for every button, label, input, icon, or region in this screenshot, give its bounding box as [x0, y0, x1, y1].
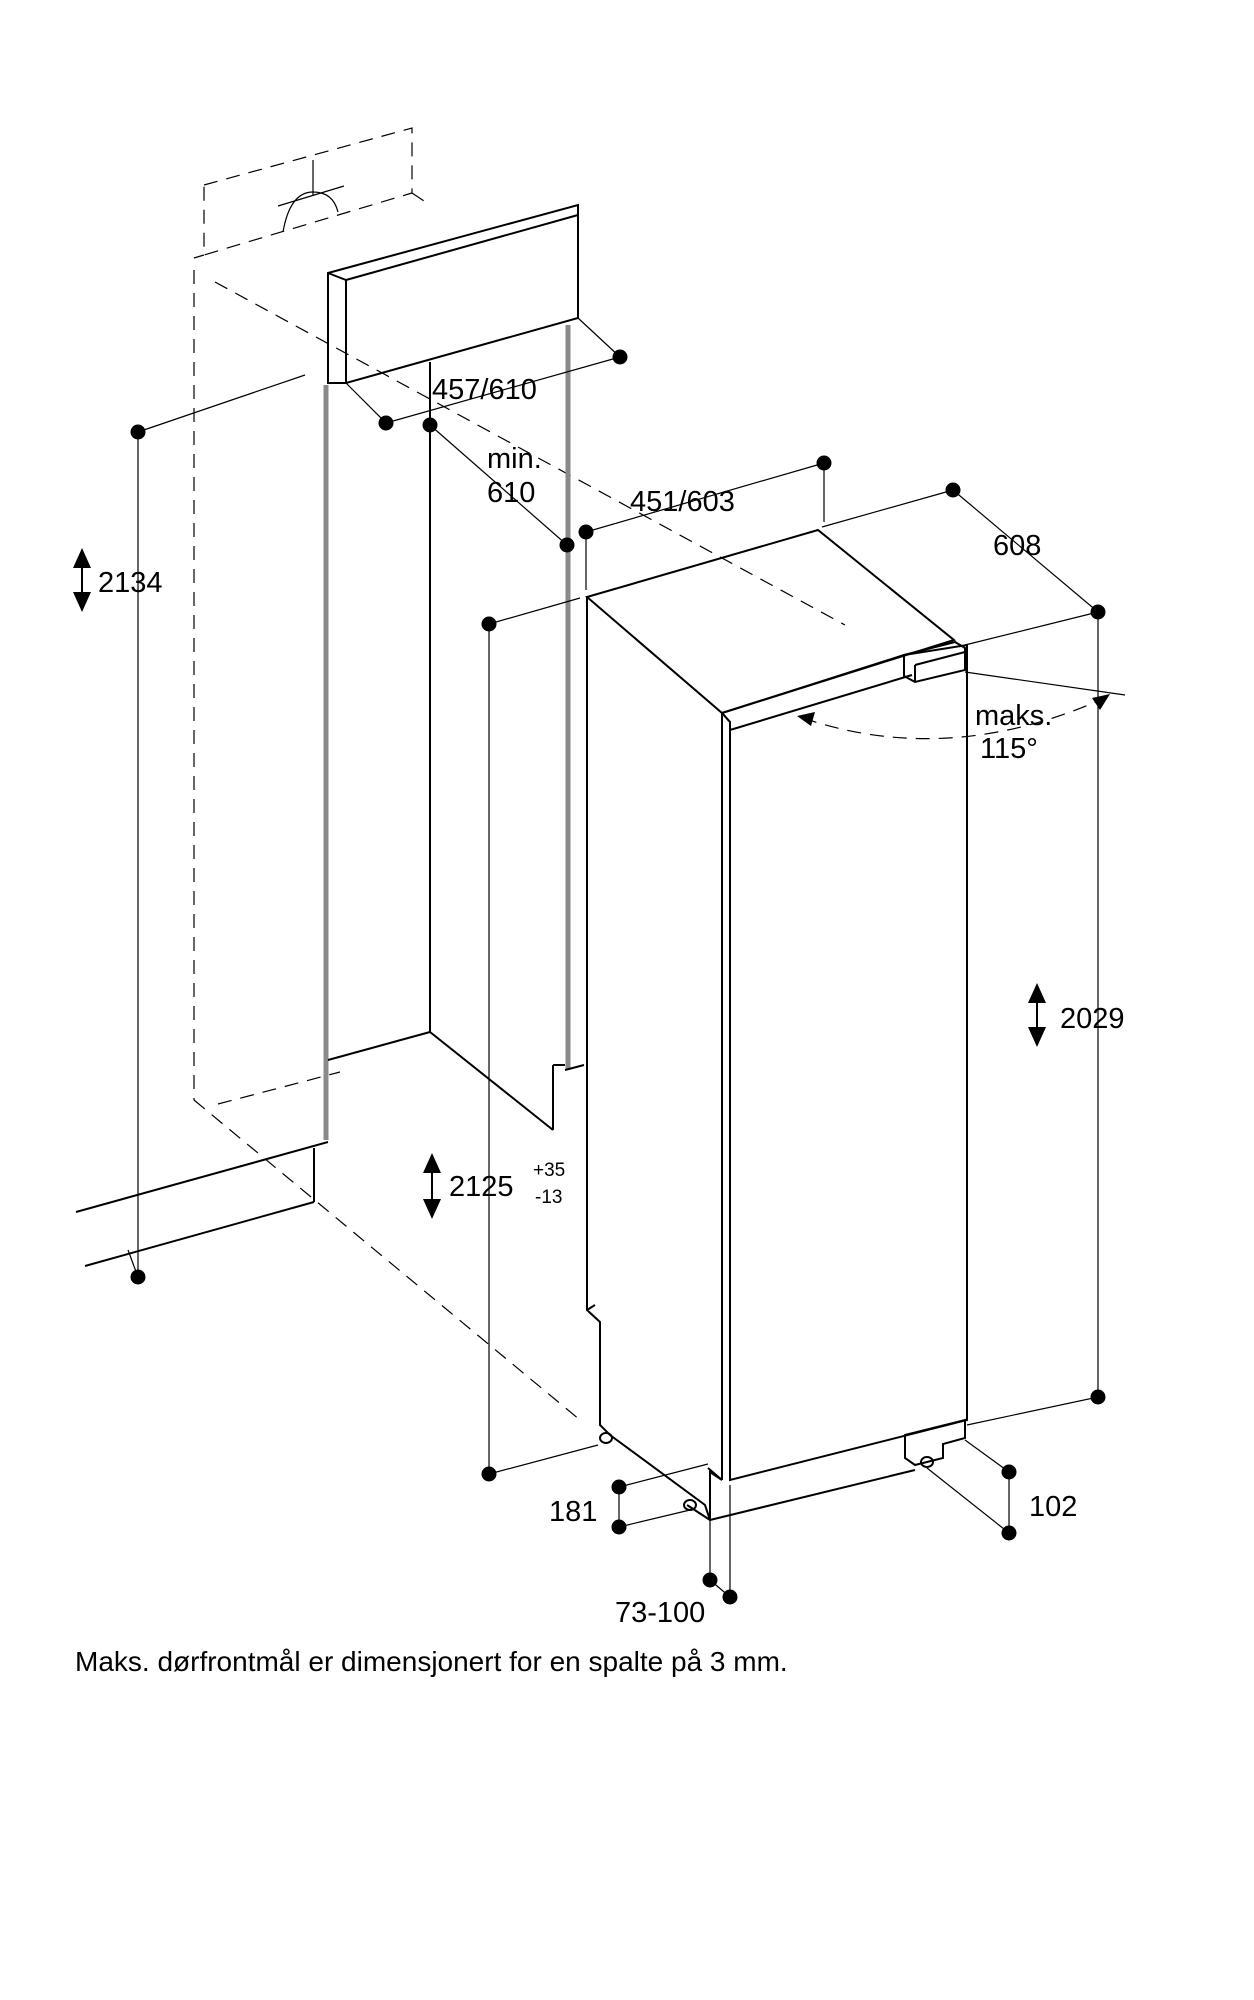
label-plinth-depth: 102 [1029, 1491, 1077, 1523]
height-arrow-icon [1028, 983, 1046, 1047]
dim-2029 [966, 612, 1106, 1426]
niche-top-edge [214, 281, 846, 626]
height-arrow-icon [73, 548, 91, 612]
label-depth: 608 [993, 530, 1041, 562]
dim-102 [926, 1439, 1017, 1541]
label-niche-height-adjust: 2125 [449, 1171, 514, 1203]
dim-181 [611, 1463, 709, 1535]
dim-608 [821, 482, 1106, 646]
upper-cabinet [327, 203, 579, 384]
ceiling-box [193, 127, 431, 259]
label-appliance-height: 2029 [1060, 1003, 1125, 1035]
niche-bottom-edge [193, 1099, 581, 1421]
label-tolerance-minus: -13 [535, 1187, 562, 1208]
door-angle-indicator [797, 671, 1126, 740]
dim-2125 [481, 597, 599, 1482]
dim-457-610 [345, 317, 628, 431]
label-maks: maks. [975, 700, 1052, 732]
power-socket-icon [277, 160, 345, 233]
label-plinth-offset: 73-100 [615, 1597, 705, 1629]
niche-back-wall [327, 362, 585, 1131]
dim-min-610 [422, 417, 575, 553]
floor-plinth [75, 1141, 329, 1267]
dim-451-603 [578, 455, 832, 590]
label-width: 451/603 [630, 486, 735, 518]
label-min: min. [487, 443, 542, 475]
footnote-caption: Maks. dørfrontmål er dimensjonert for en… [75, 1646, 788, 1677]
appliance-body [584, 528, 968, 1521]
label-niche-height: 2134 [98, 567, 163, 599]
label-min-depth: 610 [487, 477, 535, 509]
label-door-angle: 115° [980, 733, 1038, 765]
label-tolerance-plus: +35 [533, 1160, 565, 1181]
dim-2134 [127, 374, 306, 1285]
dim-73-100 [702, 1485, 738, 1605]
label-plinth-height: 181 [549, 1496, 597, 1528]
label-cabinet-depth: 457/610 [432, 374, 537, 406]
height-arrow-icon [423, 1153, 441, 1219]
